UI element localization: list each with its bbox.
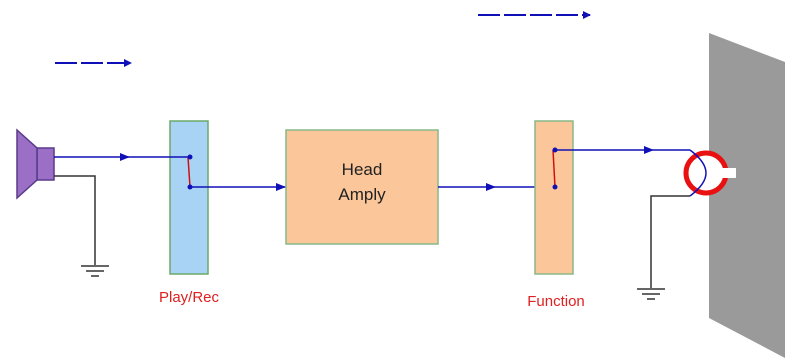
ground-wire-left bbox=[54, 175, 96, 265]
tape-panel bbox=[709, 33, 785, 358]
ground-icon bbox=[637, 288, 665, 300]
head-amp-label-line1: Head bbox=[342, 160, 383, 179]
tape-head-icon bbox=[683, 149, 736, 197]
ground-wire-right bbox=[650, 195, 690, 288]
signal-arrowhead bbox=[644, 146, 654, 154]
function-label: Function bbox=[527, 293, 585, 310]
head-amp-label-line2: Amply bbox=[338, 185, 386, 204]
function-block bbox=[534, 120, 574, 275]
speaker-icon bbox=[16, 128, 55, 200]
ground-icon bbox=[81, 265, 109, 277]
play-rec-block bbox=[169, 120, 209, 275]
signal-arrowhead bbox=[486, 183, 496, 191]
play-rec-label: Play/Rec bbox=[159, 289, 220, 306]
signal-arrowhead bbox=[120, 153, 130, 161]
signal-arrowhead bbox=[276, 183, 286, 191]
head-amp-block bbox=[285, 129, 439, 245]
